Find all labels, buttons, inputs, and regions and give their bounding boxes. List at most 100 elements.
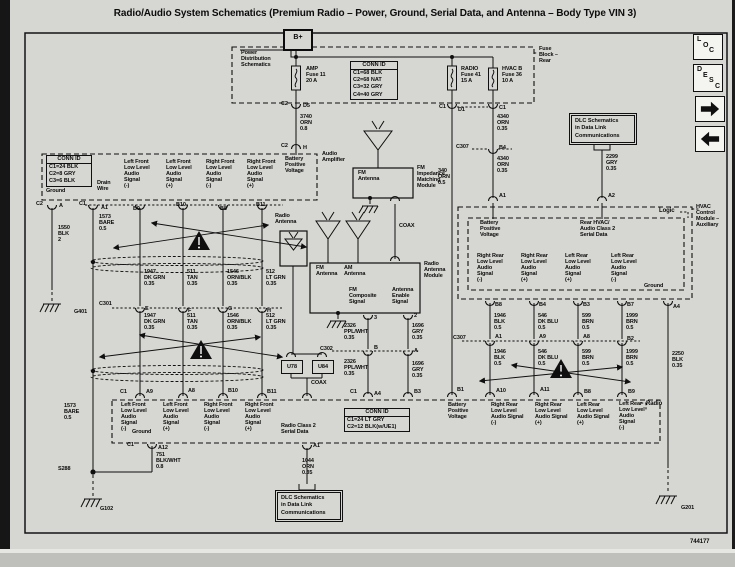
- ground-icons: [39, 205, 677, 508]
- dlc-row: in Data Link: [575, 125, 607, 132]
- wire-512-a: 512 LT GRN 0.35: [266, 269, 286, 287]
- battery-radio: Battery Positive Voltage: [448, 402, 469, 420]
- pin-b8-radio: B8: [584, 389, 591, 395]
- pin-3: 3: [374, 315, 377, 321]
- pin-b10-radio: B10: [228, 388, 238, 394]
- rf-minus-amp: Right Front Low Level Audio Signal (-): [206, 159, 235, 189]
- wire-4340-a: 4340 ORN 0.35: [497, 114, 509, 132]
- ground-hvac: Ground: [644, 283, 664, 289]
- dlc-row: DLC Schematics: [575, 118, 619, 124]
- pin-c1-a4-r: A4: [374, 391, 381, 397]
- pin-a8-radio: A8: [188, 388, 195, 394]
- connector-lines: [85, 52, 699, 410]
- rf-plus-amp: Right Front Low Level Audio Signal (+): [247, 159, 276, 189]
- conn-id-box-amplifier: CONN ID C1=24 BLK C2=8 GRY C3=6 BLK: [46, 155, 92, 187]
- next-page-button[interactable]: [695, 96, 725, 122]
- pin-a9-c307: A9: [539, 334, 546, 340]
- pin-c2-a-l: C2: [36, 201, 43, 207]
- pin-b1-radio: B1: [457, 387, 464, 393]
- fuse-icons: [291, 65, 498, 91]
- radio-class2: Radio Class 2 Serial Data: [281, 423, 316, 435]
- doc-number: 744177: [690, 539, 710, 545]
- wire-1947-a: 1947 DK GRN 0.35: [144, 269, 166, 287]
- battery-terminal-box: B+: [283, 29, 313, 51]
- pin-b10: B10: [176, 202, 186, 208]
- lr-minus-hvac: Left Rear Low Level Audio Signal (-): [611, 253, 637, 283]
- conn-c302: C302: [320, 346, 333, 352]
- pin-c302-a: A: [414, 348, 418, 354]
- u84-connector-box: U84: [312, 360, 334, 374]
- page-bottom-shadow: [0, 553, 735, 567]
- conn-id-row: C3=6 BLK: [49, 178, 76, 185]
- dlc-row: DLC Schematics: [281, 495, 325, 501]
- lr-minus-radio: Left Rear Low Level Audio Signal (-): [619, 401, 645, 431]
- pin-b3-hvac: B3: [583, 302, 590, 308]
- audio-amplifier: Audio Amplifier: [322, 151, 345, 163]
- fm-antenna-in: FM Antenna: [316, 265, 338, 277]
- pin-c1-a9-l: C1: [120, 389, 127, 395]
- lf-plus-amp: Left Front Low Level Audio Signal (+): [166, 159, 192, 189]
- wire-1946-b: 1946 BLK 0.5: [494, 349, 506, 367]
- pin-b9-radio: B9: [628, 389, 635, 395]
- conn-c307-top: C307: [456, 144, 469, 150]
- pin-c1-a9-r: A9: [146, 389, 153, 395]
- pin-c1-a1-r: A1: [101, 205, 108, 211]
- wire-546-b: 546 DK BLU 0.5: [538, 349, 559, 367]
- pin-b7-hvac: B7: [627, 302, 634, 308]
- pin-b8-hvac: B8: [495, 302, 502, 308]
- twisted-pair-shield-icons: [90, 256, 264, 382]
- lr-plus-radio: Left Rear Low Level Audio Signal (+): [577, 402, 610, 426]
- dlc-reference-box-bottom: DLC Schematics in Data Link Communicatio…: [274, 489, 344, 523]
- u78-connector-box: U78: [281, 360, 303, 374]
- wire-511-a: 511 TAN 0.35: [187, 269, 198, 287]
- pin-b2-c307: B2: [627, 336, 634, 342]
- pin-a4-hvac: A4: [673, 304, 680, 310]
- pin-b11-radio: B11: [267, 389, 277, 395]
- conn-id-row: C1=24 LT GRY: [347, 417, 385, 424]
- pin-a8-c307: A8: [583, 334, 590, 340]
- pin-b4-hvac: B4: [539, 302, 546, 308]
- fm-composite: FM Composite Signal: [349, 287, 377, 305]
- pin-c302-b: B: [374, 345, 378, 351]
- radio-title: Radio: [646, 401, 663, 407]
- frame: [24, 32, 728, 534]
- conn-id-row: C1=24 BLK: [49, 164, 79, 171]
- pin-c1-d1-r: D1: [458, 107, 465, 113]
- radio-antenna-title: Radio Antenna: [275, 213, 297, 225]
- conn-c307-bottom: C307: [453, 335, 466, 341]
- s288: S288: [58, 466, 71, 472]
- conn-id-box-fuse-block: CONN ID C1=68 BLK C2=68 NAT C3=32 GRY C4…: [350, 61, 398, 100]
- wire-1573-b: 1573 BARE 0.5: [64, 403, 80, 421]
- logic: Logic: [659, 208, 675, 214]
- wire-1946-a: 1946 BLK 0.5: [494, 313, 506, 331]
- pin-c2-d5-r: D5: [303, 103, 310, 109]
- conn-id-row: C2=12 BLK(w/UE1): [347, 424, 397, 431]
- pin-c1-hvac: C1: [499, 105, 506, 111]
- coax-lower: COAX: [311, 380, 327, 386]
- rr-plus-radio: Right Rear Low Level Audio Signal (+): [535, 402, 568, 426]
- left-arrow-icon: [700, 131, 720, 147]
- dlc-row: Communications: [281, 509, 326, 516]
- conn-id-row: C3=32 GRY: [353, 84, 383, 91]
- pin-a10-radio: A10: [496, 388, 506, 394]
- wire-751: 751 BLK/WHT 0.8: [156, 452, 181, 470]
- pin-b8-amp: B8: [220, 206, 227, 212]
- wire-512-b: 512 LT GRN 0.35: [266, 313, 286, 331]
- prev-page-button[interactable]: [695, 126, 725, 152]
- battery-amp: Battery Positive Voltage: [285, 156, 306, 174]
- dlc-row: Communications: [575, 132, 620, 139]
- pin-c2-d5-l: C2: [281, 101, 288, 107]
- coax-upper: COAX: [399, 223, 415, 229]
- dlc-reference-box-top: DLC Schematics in Data Link Communicatio…: [568, 112, 638, 146]
- conn-c301: C301: [99, 301, 112, 307]
- wire-2250: 2250 BLK 0.35: [672, 351, 684, 369]
- pin-a1-c307: A1: [495, 334, 502, 340]
- lr-plus-hvac: Left Rear Low Level Audio Signal (+): [565, 253, 591, 283]
- conn-id-header: CONN ID: [351, 62, 397, 71]
- pin-e: E: [145, 306, 149, 312]
